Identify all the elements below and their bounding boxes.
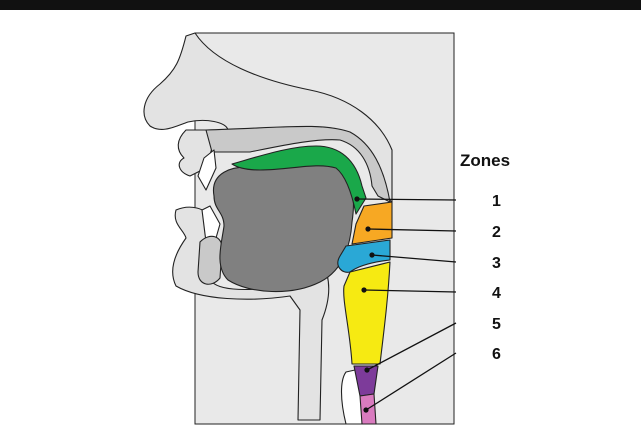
zone-2-label: 2 xyxy=(492,224,501,241)
zone-5-marker-dot xyxy=(364,367,369,372)
zone-4-label: 4 xyxy=(492,285,501,302)
zone-3-marker-dot xyxy=(369,252,374,257)
lower-incisor xyxy=(198,236,222,284)
zone-6-marker-dot xyxy=(363,407,368,412)
zone-4-marker-dot xyxy=(361,287,366,292)
zones-title: Zones xyxy=(460,151,510,170)
tongue xyxy=(213,163,353,292)
zone-3-label: 3 xyxy=(492,255,501,272)
zone-6-label: 6 xyxy=(492,346,501,363)
zone-5-label: 5 xyxy=(492,316,501,333)
zone-2-marker-dot xyxy=(365,226,370,231)
zone-1-marker-dot xyxy=(354,196,359,201)
zone-1-label: 1 xyxy=(492,193,501,210)
